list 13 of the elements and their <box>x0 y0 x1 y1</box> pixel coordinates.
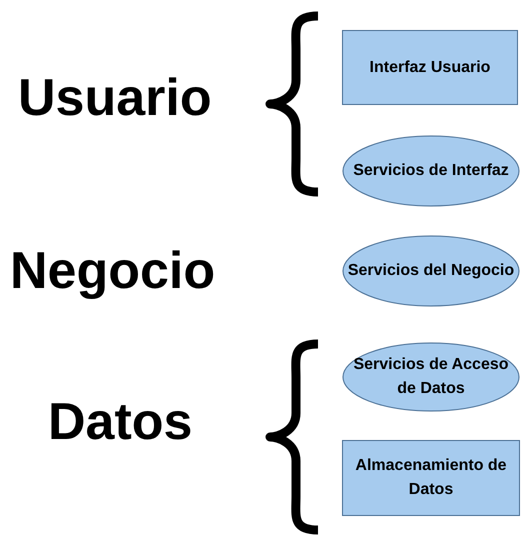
service-ellipse <box>342 235 520 307</box>
layer-label: Negocio <box>10 245 216 297</box>
node-text: Almacenamiento de Datos <box>354 456 508 500</box>
node-text: Servicios de Acceso de Datos <box>352 355 510 399</box>
layer-label: Usuario <box>18 72 212 124</box>
layer-label: Datos <box>48 396 192 448</box>
node-text: Servicios del Negocio <box>346 261 516 281</box>
component-box <box>342 440 520 516</box>
service-ellipse <box>342 135 520 207</box>
component-box <box>342 30 518 105</box>
node-text: Servicios de Interfaz <box>352 161 510 181</box>
service-ellipse <box>342 342 520 412</box>
node-text: Interfaz Usuario <box>368 58 492 78</box>
